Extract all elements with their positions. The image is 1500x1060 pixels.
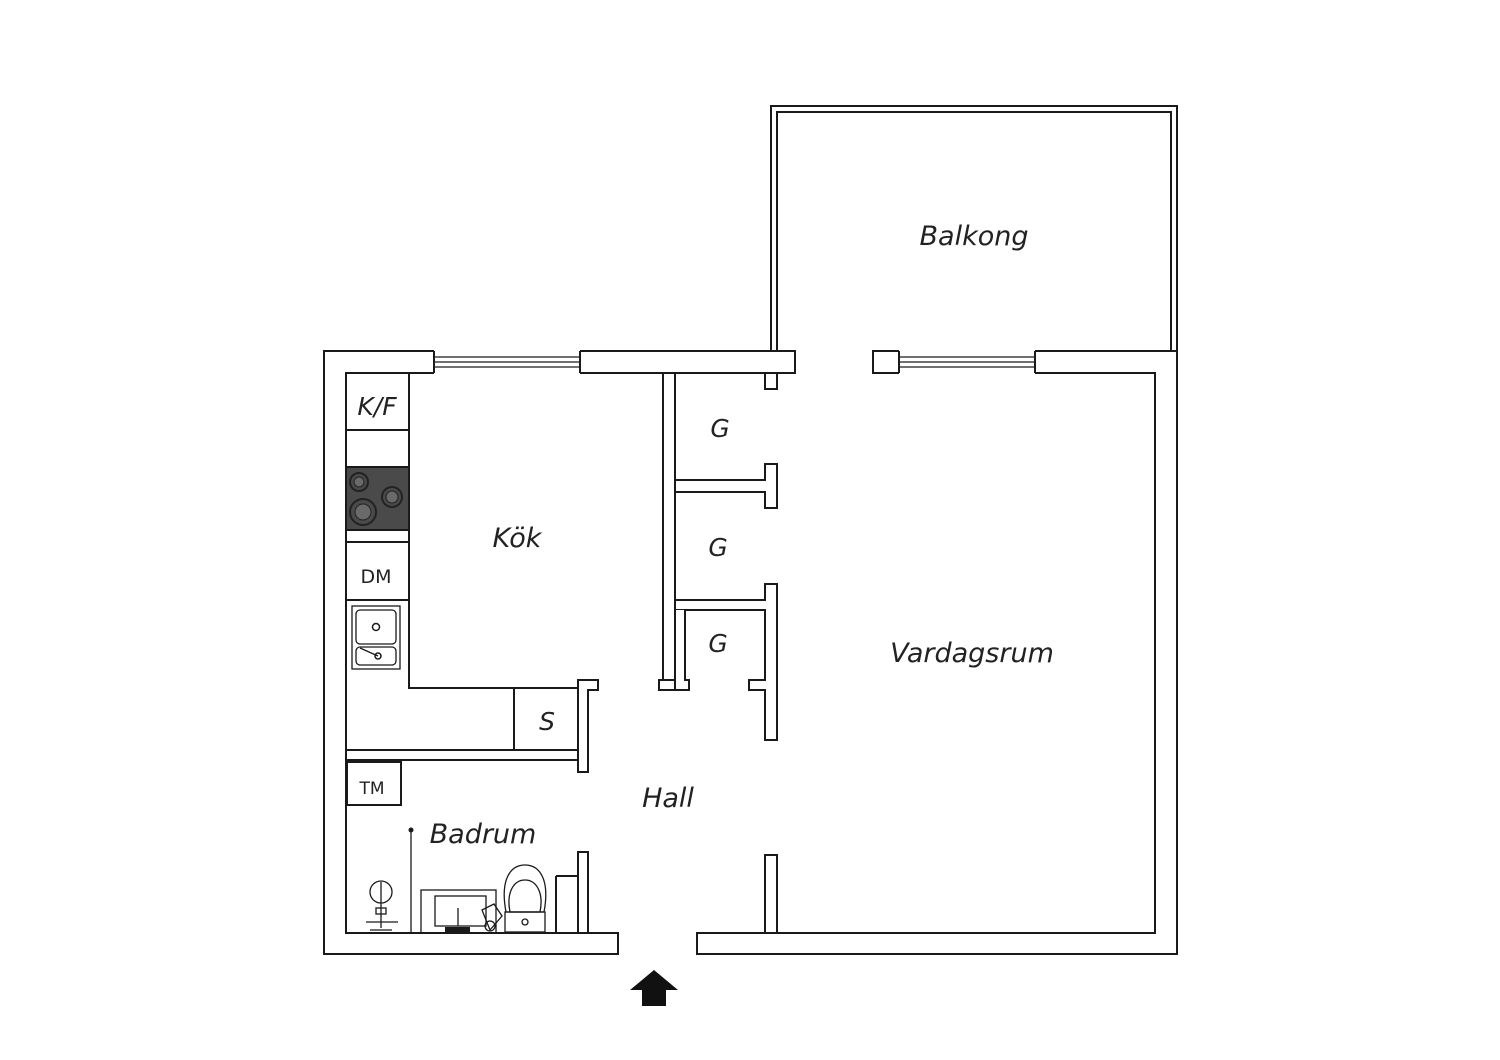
fridge-freezer-label: K/F — [357, 392, 397, 421]
wardrobe-label-3: G — [708, 629, 727, 658]
bathroom-label: Badrum — [430, 819, 537, 850]
toilet-icon — [481, 864, 547, 933]
window-living-room — [898, 350, 1036, 374]
entrance-arrow-icon — [630, 970, 678, 1006]
interior-walls — [345, 372, 778, 934]
window-kitchen — [433, 350, 581, 374]
bathroom-sink-icon — [420, 889, 497, 934]
kitchen-sink-icon — [351, 605, 401, 670]
wardrobe-label-2: G — [708, 533, 727, 562]
wardrobe-label-1: G — [710, 414, 729, 443]
living-room-label: Vardagsrum — [890, 638, 1054, 669]
balcony-label: Balkong — [920, 221, 1029, 252]
kitchen-counter — [346, 373, 578, 750]
shower-icon — [366, 827, 414, 932]
hob-icon — [345, 466, 410, 531]
dishwasher-label: DM — [360, 566, 391, 588]
washing-machine-label: TM — [358, 779, 384, 799]
storage-label: S — [539, 707, 555, 736]
hall-label: Hall — [642, 783, 694, 814]
kitchen-label: Kök — [493, 523, 543, 554]
washing-machine-box — [346, 761, 402, 806]
outer-walls — [323, 350, 1178, 956]
